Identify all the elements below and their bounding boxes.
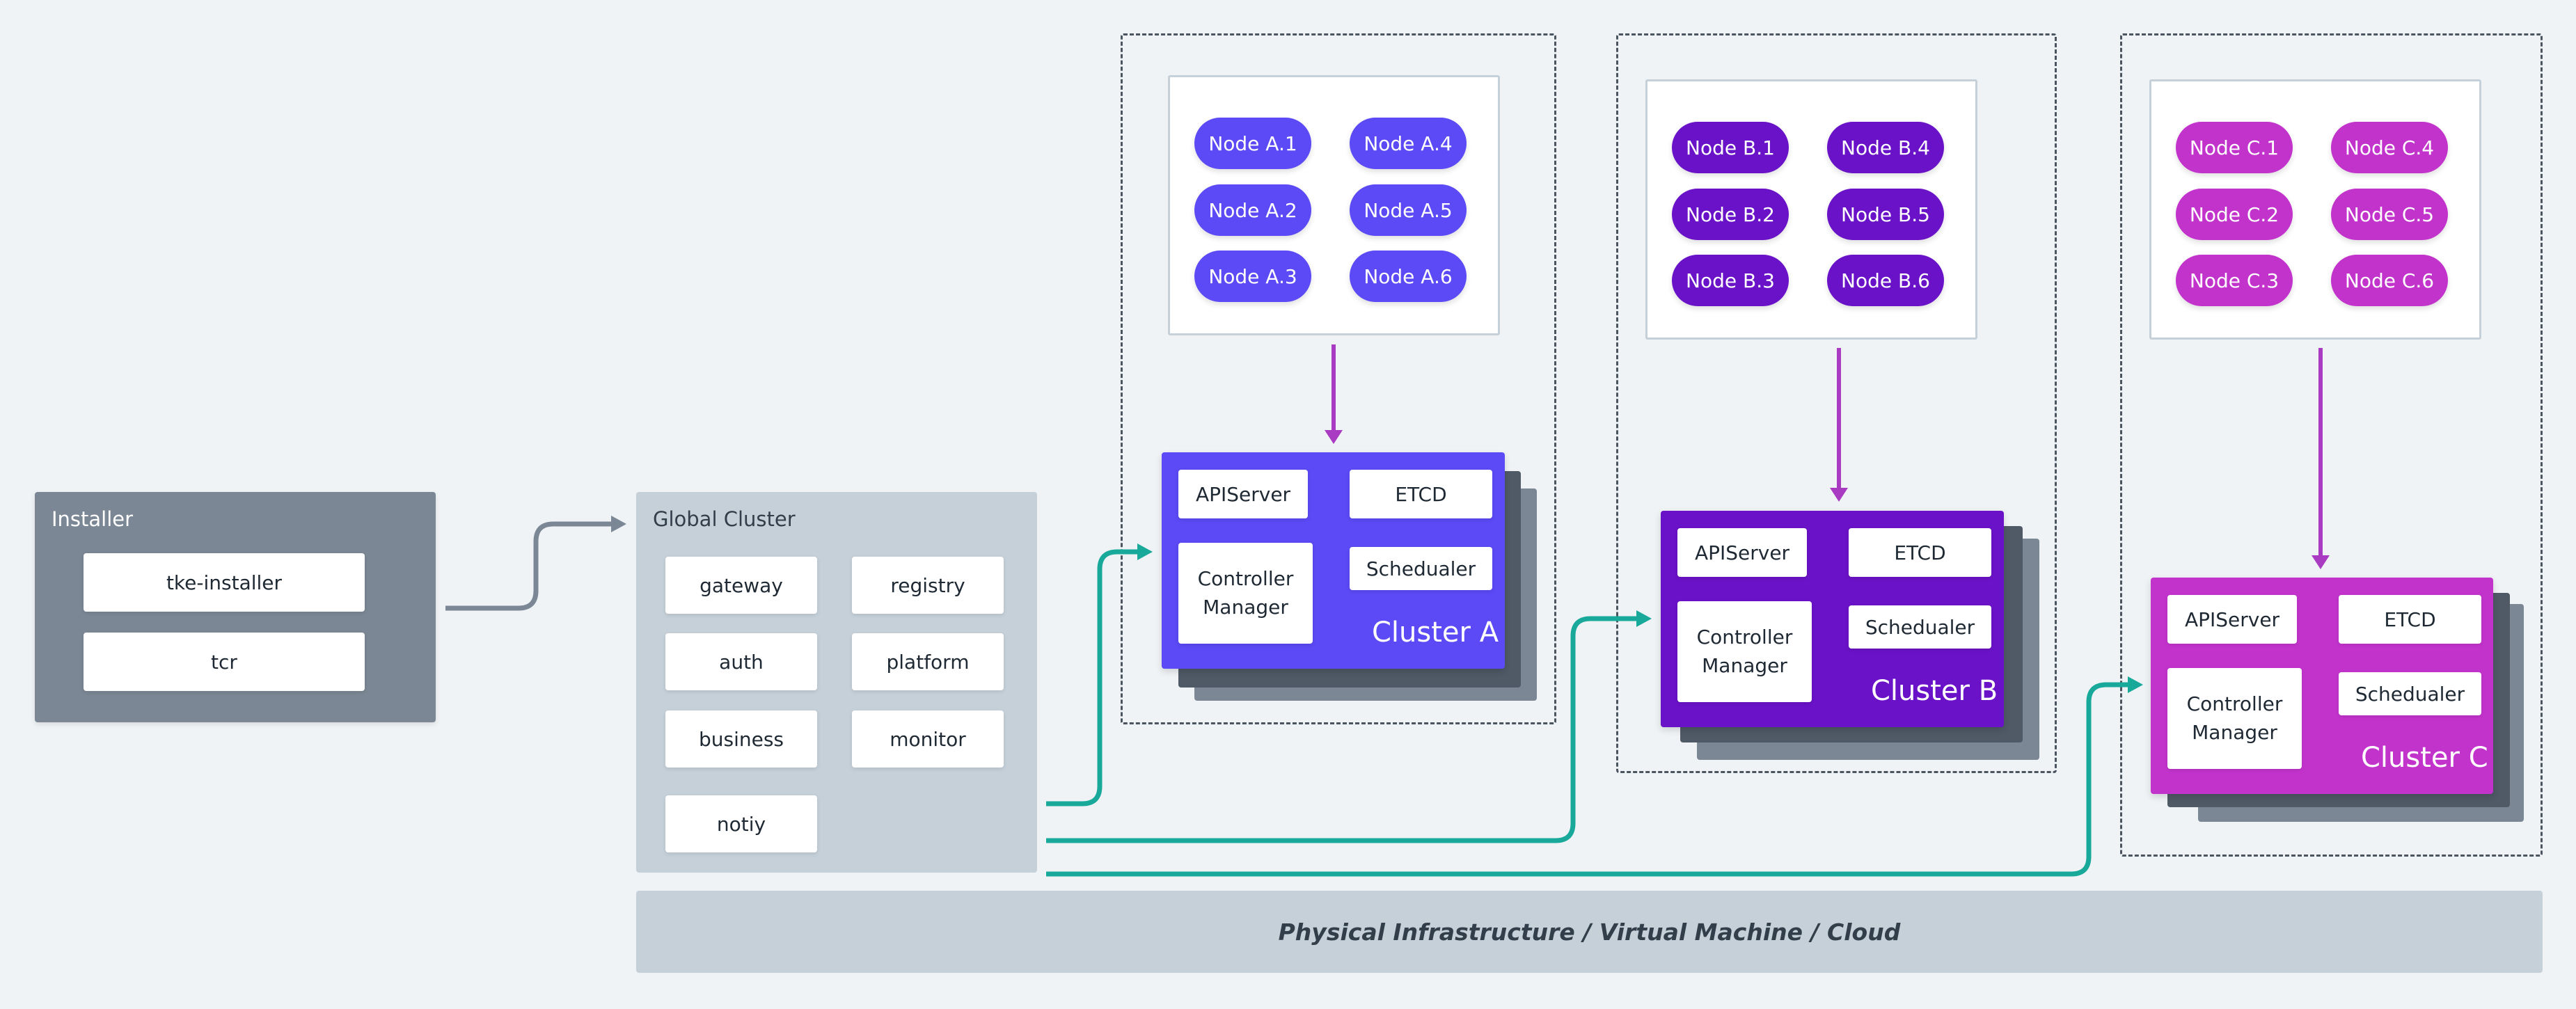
cluster-b-node-arrowhead: [1830, 488, 1848, 502]
cluster-a-card[interactable]: APIServer ETCD Controller Manager Schedu…: [1162, 452, 1505, 669]
cluster-c-label: Cluster C: [2361, 742, 2488, 774]
global-to-cluster-b-arrow: [1046, 616, 1637, 843]
node-a-6[interactable]: Node A.6: [1350, 251, 1467, 302]
service-auth[interactable]: auth: [665, 633, 817, 690]
cluster-c-node-panel: Node C.1 Node C.2 Node C.3 Node C.4 Node…: [2149, 79, 2481, 340]
global-cluster-title: Global Cluster: [653, 507, 796, 531]
cluster-b-node-panel: Node B.1 Node B.2 Node B.3 Node B.4 Node…: [1645, 79, 1977, 340]
cluster-c-etcd[interactable]: ETCD: [2339, 595, 2481, 644]
node-a-4[interactable]: Node A.4: [1350, 118, 1467, 169]
cluster-c-node-arrowhead: [2312, 555, 2330, 569]
cluster-b-scheduler[interactable]: Schedualer: [1849, 605, 1991, 649]
global-to-cluster-a-arrow: [1046, 549, 1138, 807]
cluster-a-apiserver[interactable]: APIServer: [1178, 470, 1308, 518]
node-c-6[interactable]: Node C.6: [2331, 255, 2448, 306]
service-platform[interactable]: platform: [852, 633, 1004, 690]
node-a-5[interactable]: Node A.5: [1350, 184, 1467, 236]
cluster-b-apiserver[interactable]: APIServer: [1677, 528, 1807, 577]
node-c-3[interactable]: Node C.3: [2176, 255, 2293, 306]
node-b-5[interactable]: Node B.5: [1827, 189, 1944, 240]
cluster-b-etcd[interactable]: ETCD: [1849, 528, 1991, 577]
cluster-a-scheduler[interactable]: Schedualer: [1350, 547, 1492, 590]
installer-to-global-arrowhead: [611, 516, 626, 532]
installer-to-global-arrow: [445, 521, 611, 611]
cluster-a-etcd[interactable]: ETCD: [1350, 470, 1492, 518]
node-b-3[interactable]: Node B.3: [1672, 255, 1789, 306]
cluster-c-card[interactable]: APIServer ETCD Controller Manager Schedu…: [2151, 578, 2493, 794]
cluster-c-scheduler[interactable]: Schedualer: [2339, 672, 2481, 715]
node-b-6[interactable]: Node B.6: [1827, 255, 1944, 306]
node-a-1[interactable]: Node A.1: [1194, 118, 1311, 169]
cluster-a-node-panel: Node A.1 Node A.2 Node A.3 Node A.4 Node…: [1168, 75, 1500, 335]
cluster-a-group: [1121, 33, 1556, 724]
global-to-cluster-c-arrow: [1046, 682, 2128, 877]
global-to-cluster-b-arrowhead: [1636, 610, 1652, 627]
cluster-a-node-arrowhead: [1325, 430, 1343, 444]
cluster-b-controller-manager[interactable]: Controller Manager: [1677, 601, 1812, 702]
installer-panel: Installer tke-installer tcr: [35, 492, 436, 722]
cluster-c-group: [2120, 33, 2543, 857]
service-monitor[interactable]: monitor: [852, 710, 1004, 768]
node-b-1[interactable]: Node B.1: [1672, 122, 1789, 173]
cluster-a-controller-manager[interactable]: Controller Manager: [1178, 543, 1313, 644]
service-notiy[interactable]: notiy: [665, 795, 817, 852]
node-c-5[interactable]: Node C.5: [2331, 189, 2448, 240]
service-registry[interactable]: registry: [852, 557, 1004, 614]
global-to-cluster-c-arrowhead: [2128, 676, 2143, 693]
cluster-c-controller-manager[interactable]: Controller Manager: [2167, 668, 2302, 769]
service-business[interactable]: business: [665, 710, 817, 768]
cluster-a-label: Cluster A: [1372, 617, 1499, 649]
service-gateway[interactable]: gateway: [665, 557, 817, 614]
node-b-2[interactable]: Node B.2: [1672, 189, 1789, 240]
node-a-2[interactable]: Node A.2: [1194, 184, 1311, 236]
global-cluster-panel: Global Cluster gateway registry auth pla…: [636, 492, 1037, 873]
global-to-cluster-a-arrowhead: [1137, 543, 1153, 560]
cluster-b-label: Cluster B: [1871, 675, 1998, 707]
node-a-3[interactable]: Node A.3: [1194, 251, 1311, 302]
cluster-c-apiserver[interactable]: APIServer: [2167, 595, 2297, 644]
installer-title: Installer: [52, 507, 134, 531]
node-c-4[interactable]: Node C.4: [2331, 122, 2448, 173]
cluster-b-card[interactable]: APIServer ETCD Controller Manager Schedu…: [1661, 511, 2004, 727]
node-c-1[interactable]: Node C.1: [2176, 122, 2293, 173]
infrastructure-bar: Physical Infrastructure / Virtual Machin…: [636, 891, 2543, 973]
cluster-b-group: [1616, 33, 2057, 773]
node-c-2[interactable]: Node C.2: [2176, 189, 2293, 240]
node-b-4[interactable]: Node B.4: [1827, 122, 1944, 173]
installer-item-tke-installer[interactable]: tke-installer: [84, 553, 365, 612]
installer-item-tcr[interactable]: tcr: [84, 633, 365, 691]
